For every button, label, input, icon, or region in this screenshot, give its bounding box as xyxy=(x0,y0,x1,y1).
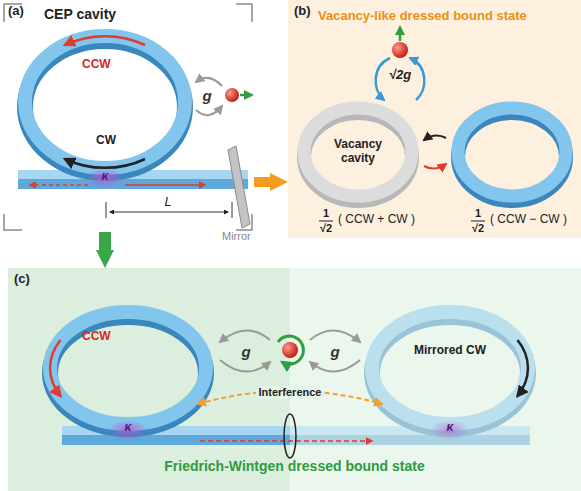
atom xyxy=(225,88,239,102)
node-text: Mirrored CW xyxy=(364,344,536,358)
coupling-glow xyxy=(85,168,125,188)
annotation: Interference xyxy=(256,386,325,399)
coupling-symbol: g xyxy=(241,343,250,360)
ring-resonator: CCW CW xyxy=(17,28,193,178)
mode-arrow xyxy=(424,164,446,169)
coupling-arrow xyxy=(220,330,270,342)
mirrored-image xyxy=(290,312,530,445)
mirror xyxy=(228,146,250,228)
cw-arrow xyxy=(65,159,145,168)
waveguide xyxy=(18,179,248,189)
transition-arrow xyxy=(99,232,111,250)
coupling-arrow xyxy=(310,360,360,372)
fraction-number: √2 xyxy=(472,222,484,235)
guided-wave-dashed xyxy=(30,184,88,186)
node-text: CEP cavity xyxy=(44,6,116,22)
coupling-glow xyxy=(108,420,148,440)
coupling-arrow xyxy=(196,78,222,86)
dipole-arrow xyxy=(399,27,402,41)
panel-ground xyxy=(288,0,581,238)
guided-wave-dashed xyxy=(200,440,372,442)
waveguide xyxy=(290,435,530,445)
panel-label: CCW xyxy=(82,58,111,72)
node-text: Vacancy-like dressed bound state xyxy=(318,9,527,24)
mode-formula: ( CCW + CW ) xyxy=(338,213,415,227)
mode-arrow xyxy=(424,135,446,140)
panel-label: (b) xyxy=(294,4,311,19)
fraction-number: 1 xyxy=(323,207,329,220)
mode-formula: ( CCW − CW ) xyxy=(490,213,567,227)
coupling-symbol: g xyxy=(330,343,339,360)
coupling-glow xyxy=(430,420,470,440)
atom xyxy=(392,42,408,58)
transition-arrow xyxy=(254,177,270,187)
decay-symbol: κ xyxy=(447,421,454,435)
waveguide xyxy=(62,435,290,445)
dimension: L xyxy=(164,195,171,210)
node-text: Friedrich-Wintgen dressed bound state xyxy=(8,458,581,474)
decay-symbol: κ xyxy=(125,421,132,435)
coupling-arrow xyxy=(196,106,222,115)
coupling-arrow xyxy=(410,58,424,100)
panel-label: (c) xyxy=(14,272,30,287)
ccw-arrow xyxy=(50,340,60,396)
panel-label: (a) xyxy=(8,4,24,19)
ring-resonator: Mirrored CW xyxy=(364,304,536,436)
coupling-symbol: √2g xyxy=(389,68,411,83)
panel: Vacancy cavity (b) Vacancy-like dressed bo… xyxy=(288,0,581,238)
guided-wave xyxy=(125,184,205,186)
ring-resonator: Vacancy cavity xyxy=(297,101,419,207)
fraction-number: √2 xyxy=(320,222,332,235)
interference-loop xyxy=(284,414,296,458)
panel: CCW Mirrored CW (c) Friedrich-Wintgen dress… xyxy=(8,268,581,491)
atom xyxy=(282,342,298,358)
dipole-arrow xyxy=(240,94,252,97)
node-text: CCW xyxy=(82,330,111,344)
part-name: Mirror xyxy=(222,230,251,243)
fraction-number: 1 xyxy=(475,207,481,220)
ring-top xyxy=(304,108,412,196)
cw-arrow xyxy=(518,340,528,396)
decay-symbol: κ xyxy=(102,170,109,184)
panel: CCW CW (a) CEP cavity xyxy=(4,2,254,232)
coupling-arrow xyxy=(220,360,270,372)
rotation-arrow xyxy=(278,336,303,364)
corner-bracket xyxy=(4,4,252,230)
node-text: CW xyxy=(96,134,116,148)
dimension-line xyxy=(110,212,228,213)
node-text: Vacancy cavity xyxy=(318,138,398,166)
ring-top xyxy=(458,108,566,196)
panel-ground xyxy=(8,268,290,491)
coupling-arrow xyxy=(310,330,360,342)
panel-ground xyxy=(290,268,581,491)
ring-resonator: CCW xyxy=(42,304,214,436)
ring-top xyxy=(50,312,206,424)
ring-top xyxy=(25,36,185,168)
coupling-symbol: g xyxy=(202,87,211,104)
ccw-arrow xyxy=(65,36,145,45)
coupling-arrow xyxy=(376,58,390,100)
ring-top xyxy=(372,312,528,424)
